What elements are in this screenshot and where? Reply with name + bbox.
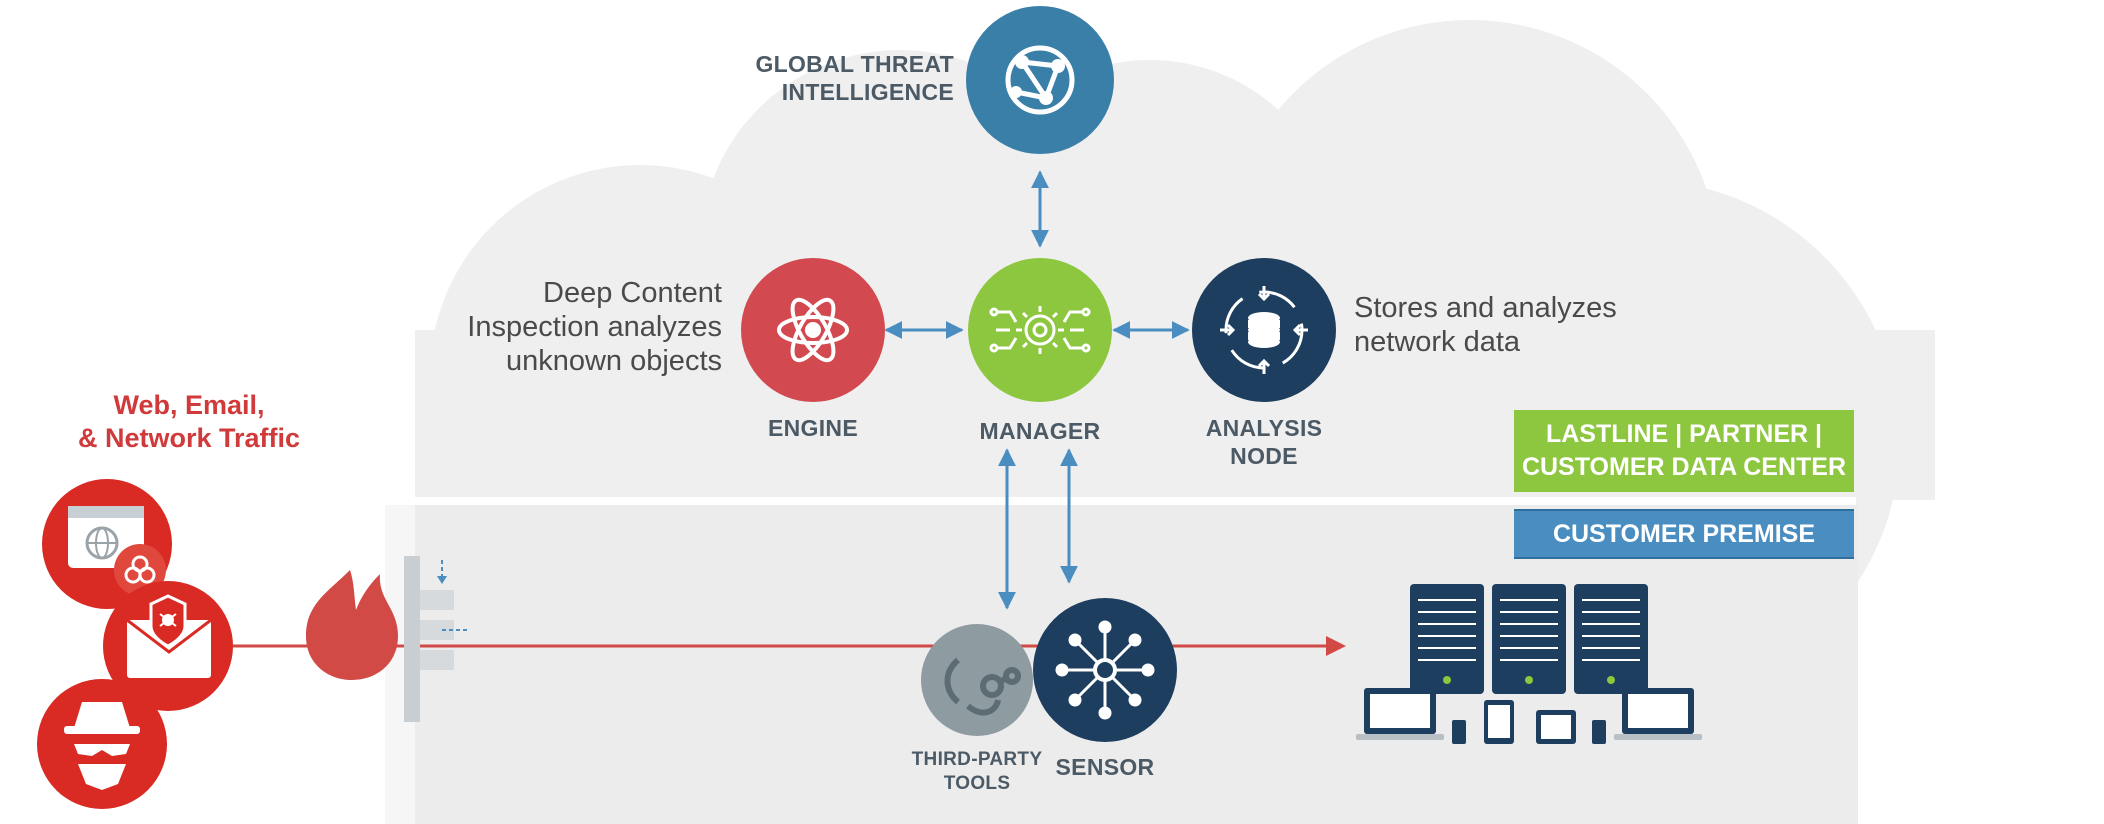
global-threat-node bbox=[966, 6, 1114, 154]
servers-devices-icon bbox=[1356, 584, 1702, 744]
engine-description-line3: unknown objects bbox=[505, 345, 722, 377]
global-threat-label-line1: GLOBAL THREAT bbox=[755, 51, 954, 77]
connector-arrows bbox=[884, 170, 1190, 610]
analysis-node bbox=[1192, 258, 1336, 402]
email-bug-icon bbox=[103, 581, 233, 711]
browser-biohazard-icon bbox=[42, 479, 172, 609]
analysis-node-label-line1: ANALYSIS bbox=[1205, 415, 1323, 441]
engine-description-line2: Inspection analyzes bbox=[467, 311, 722, 343]
global-threat-label-line2: INTELLIGENCE bbox=[781, 79, 954, 105]
sensor-node bbox=[1033, 598, 1177, 742]
traffic-label: Web, Email, & Network Traffic bbox=[20, 389, 358, 455]
third-party-label-line1: THIRD-PARTY bbox=[911, 749, 1043, 770]
server-rack bbox=[1410, 584, 1648, 694]
gear-circuit-icon bbox=[989, 306, 1091, 354]
sensor-label: SENSOR bbox=[1055, 754, 1155, 780]
third-party-node bbox=[921, 624, 1033, 736]
engine-description: Deep Content Inspection analyzes unknown… bbox=[400, 276, 722, 378]
customer-premise-badge: CUSTOMER PREMISE bbox=[1514, 509, 1854, 559]
chain-link-icon bbox=[944, 657, 1021, 716]
data-center-badge: LASTLINE | PARTNER | CUSTOMER DATA CENTE… bbox=[1514, 410, 1854, 492]
manager-node bbox=[968, 258, 1112, 402]
data-center-badge-line2: CUSTOMER DATA CENTER bbox=[1521, 453, 1847, 481]
traffic-label-line1: Web, Email, bbox=[113, 390, 265, 420]
traffic-sources bbox=[37, 479, 233, 809]
engine-description-line1: Deep Content bbox=[543, 277, 722, 309]
engine-label: ENGINE bbox=[768, 415, 858, 441]
database-icon bbox=[1220, 286, 1308, 374]
third-party-label: THIRD-PARTY TOOLS bbox=[902, 748, 1052, 796]
global-threat-label: GLOBAL THREAT INTELLIGENCE bbox=[742, 50, 954, 106]
zone-divider bbox=[386, 497, 1856, 505]
third-party-label-line2: TOOLS bbox=[943, 773, 1011, 794]
analysis-description-line1: Stores and analyzes bbox=[1354, 292, 1617, 324]
spy-icon bbox=[37, 679, 167, 809]
analysis-description-line2: network data bbox=[1354, 326, 1521, 358]
traffic-label-line2: & Network Traffic bbox=[77, 423, 301, 453]
engine-node bbox=[741, 258, 885, 402]
atom-icon bbox=[777, 297, 849, 363]
data-center-badge-line1: LASTLINE | PARTNER | bbox=[1545, 420, 1823, 448]
analysis-node-label-line2: NODE bbox=[1230, 443, 1298, 469]
network-hub-icon bbox=[1055, 620, 1155, 720]
analysis-description: Stores and analyzes network data bbox=[1354, 291, 1694, 359]
manager-label: MANAGER bbox=[979, 418, 1101, 444]
firewall-flame-icon bbox=[306, 556, 468, 722]
analysis-node-label: ANALYSIS NODE bbox=[1184, 414, 1344, 470]
endpoint-devices bbox=[1356, 688, 1702, 744]
